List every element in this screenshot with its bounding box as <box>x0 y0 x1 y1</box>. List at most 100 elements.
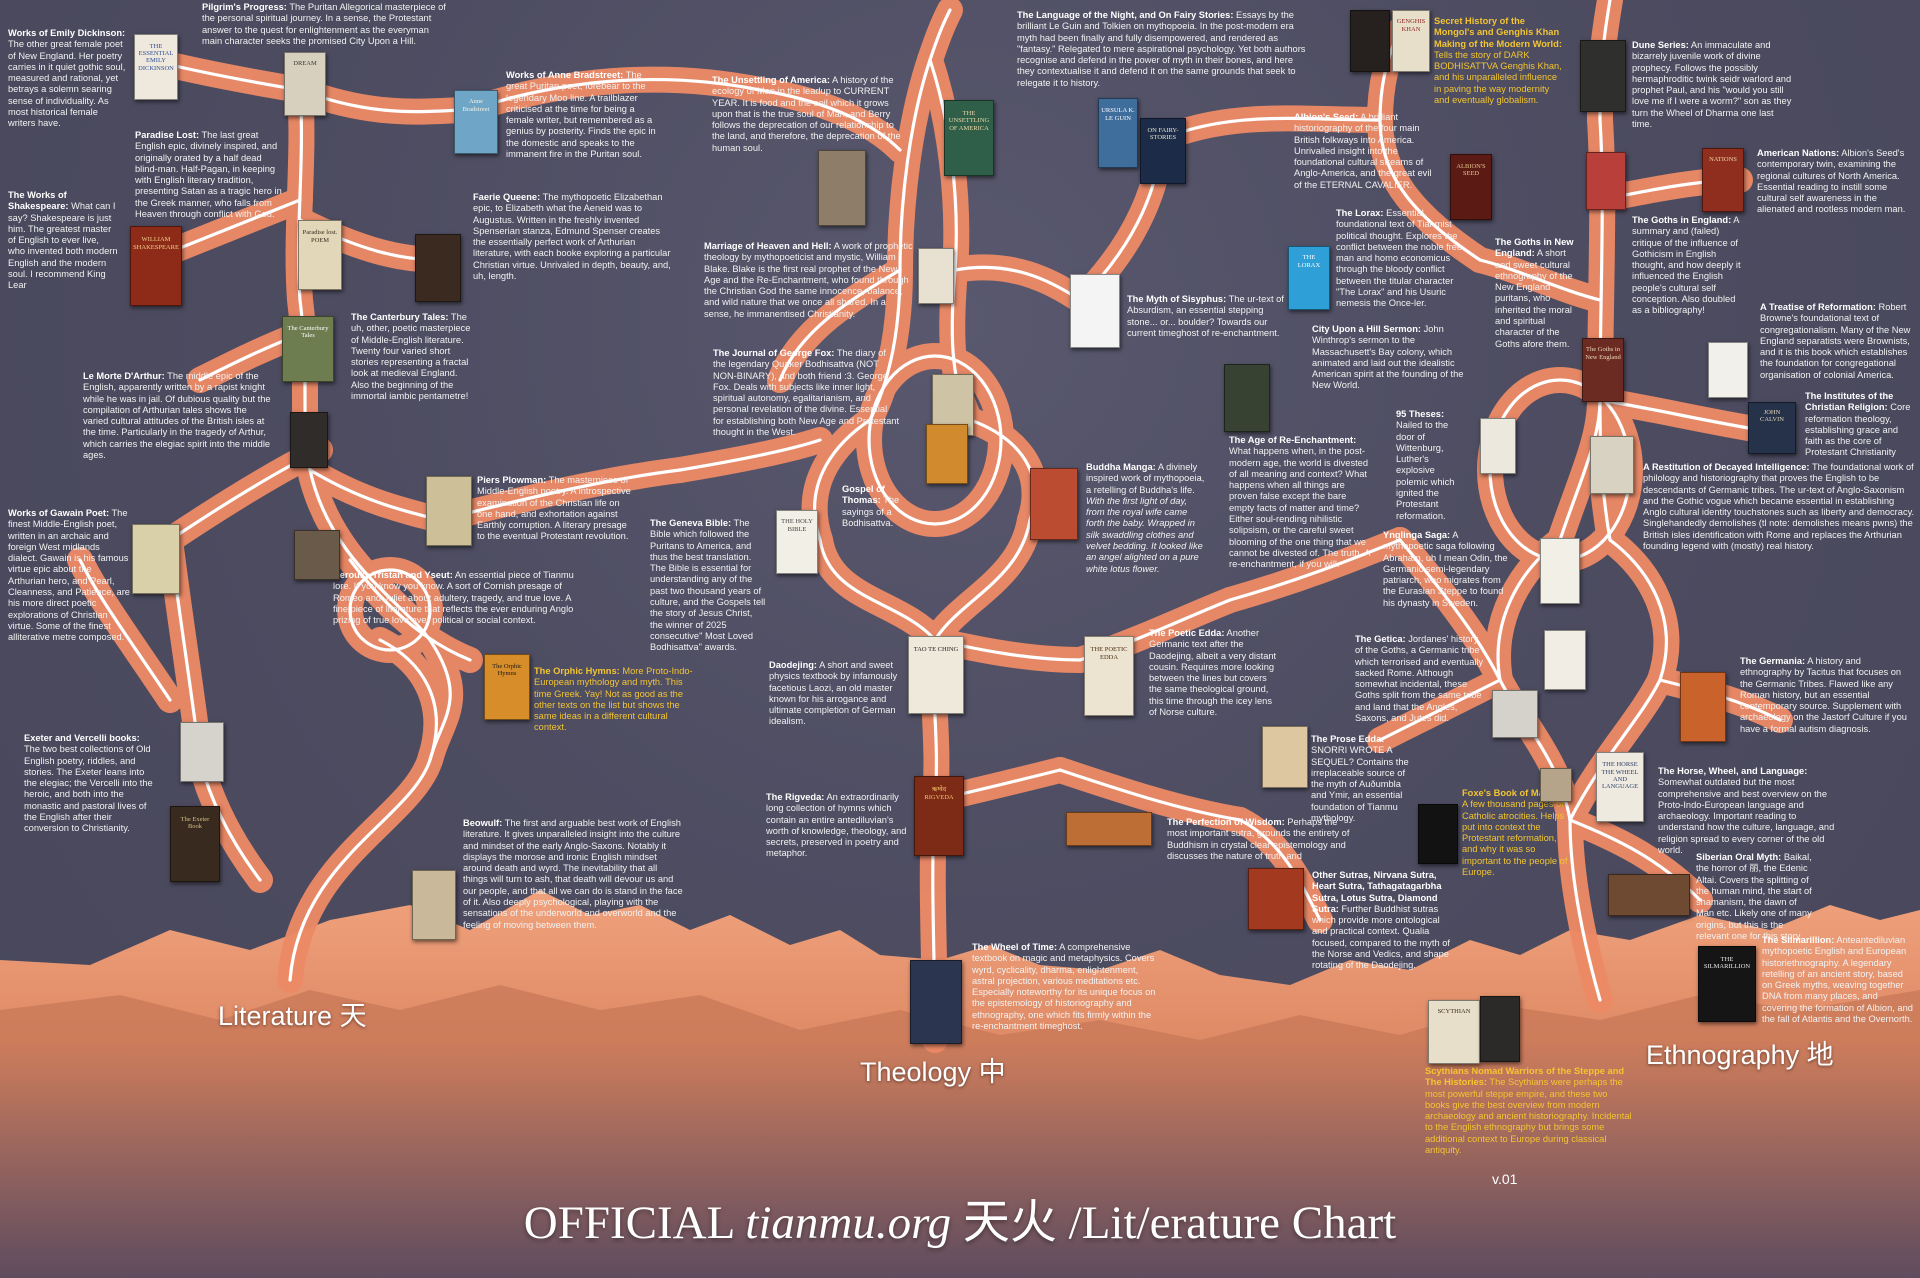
note-dune-series: Dune Series: An immaculate and bizarrely… <box>1632 40 1792 130</box>
book-cover-age-of-reenchantment[interactable] <box>1224 364 1270 432</box>
book-cover-faerie-queene[interactable] <box>415 234 461 302</box>
book-cover-marriage-heaven-hell[interactable] <box>918 248 954 304</box>
note-rigveda: The Rigveda: An extraordinarily long col… <box>766 792 907 859</box>
note-george-fox: The Journal of George Fox: The diary of … <box>713 348 900 438</box>
book-cover-other-sutras[interactable] <box>1248 868 1304 930</box>
book-cover-exeter-vercelli[interactable] <box>180 722 224 782</box>
note-gospel-thomas: Gospel of Thomas: The sayings of a Bodhi… <box>842 484 900 528</box>
road-loop <box>348 568 432 652</box>
book-cover-albions-seed[interactable]: ALBION'S SEED <box>1450 154 1492 220</box>
book-cover-siberian-myth[interactable] <box>1608 874 1690 916</box>
book-cover-dune[interactable] <box>1580 40 1626 112</box>
road-centerline <box>78 558 172 702</box>
book-cover-institutes[interactable]: JOHN CALVIN <box>1748 402 1796 454</box>
book-cover-restitution[interactable] <box>1590 436 1634 494</box>
book-cover-bradstreet[interactable]: Anne Bradstreet <box>454 90 498 154</box>
note-city-upon-hill: City Upon a Hill Sermon: John Winthrop's… <box>1312 324 1464 391</box>
book-cover-daodejing[interactable]: TAO TE CHING <box>908 636 964 714</box>
note-piers-plowman: Piers Plowman: The masterpiece of Middle… <box>477 475 631 542</box>
book-cover-secret-history[interactable] <box>1350 10 1390 72</box>
section-theology: Theology 中 <box>860 1057 1006 1087</box>
book-cover-the-getica[interactable] <box>1544 630 1586 690</box>
note-goths-new-england: The Goths in New England: A short and sw… <box>1495 237 1574 349</box>
note-poetic-edda: The Poetic Edda: Another Germanic text a… <box>1149 628 1277 718</box>
note-scythians: Scythians Nomad Warriors of the Steppe a… <box>1425 1066 1632 1156</box>
note-paradise-lost: Paradise Lost: The last great English ep… <box>135 130 282 220</box>
book-cover-pilgrims-progress[interactable]: DREAM <box>284 52 326 116</box>
book-cover-goths-in-england[interactable] <box>1586 152 1626 210</box>
book-cover-language-of-night[interactable]: URSULA K. LE GUIN <box>1098 98 1138 168</box>
book-cover-poetic-edda[interactable]: THE POETIC EDDA <box>1084 636 1134 716</box>
road-centerline <box>1228 538 1402 602</box>
book-cover-perfection-of-wisdom[interactable] <box>1066 812 1152 846</box>
note-age-of-reenchantment: The Age of Re-Enchantment: What happens … <box>1229 435 1370 570</box>
book-cover-silmarillion[interactable]: THE SILMARILLION <box>1698 946 1756 1022</box>
note-orphic-hymns: The Orphic Hymns: More Proto-Indo-Europe… <box>534 666 693 733</box>
book-cover-ynglinga-saga[interactable] <box>1540 538 1580 604</box>
book-cover-myth-of-sisyphus[interactable] <box>1070 274 1120 348</box>
note-prose-edda: The Prose Edda: SNORRI WROTE A SEQUEL? C… <box>1311 734 1409 824</box>
book-cover-95-theses[interactable] <box>1480 418 1516 474</box>
book-cover-buddha-manga[interactable] <box>1030 468 1078 540</box>
note-buddha-manga: Buddha Manga: A divinely inspired work o… <box>1086 462 1205 574</box>
book-cover-exeter-book[interactable]: The Exeter Book <box>170 806 220 882</box>
road-centerline <box>758 88 902 152</box>
note-institutes: The Institutes of the Christian Religion… <box>1805 391 1911 458</box>
book-cover-getica-second[interactable] <box>1492 690 1538 738</box>
book-cover-shakespeare[interactable]: WILLIAM SHAKESPEARE <box>130 226 182 306</box>
book-cover-canterbury-tales[interactable]: The Canterbury Tales <box>282 316 334 382</box>
book-cover-american-nations[interactable]: NATIONS <box>1702 148 1744 212</box>
book-cover-dickinson[interactable]: THE ESSENTIAL EMILY DICKINSON <box>134 34 178 100</box>
book-cover-germania-second[interactable] <box>1540 768 1572 802</box>
book-cover-gospel-thomas[interactable] <box>926 424 968 484</box>
note-the-getica: The Getica: Jordanes' history of the Got… <box>1355 634 1484 724</box>
book-cover-orphic-hymns[interactable]: The Orphic Hymns <box>484 654 530 720</box>
note-canterbury-tales: The Canterbury Tales: The uh, other, poe… <box>351 312 471 402</box>
note-morte-darthur: Le Morte D'Arthur: The middle epic of th… <box>83 371 271 461</box>
book-cover-horse-wheel-language[interactable]: THE HORSE THE WHEEL AND LANGUAGE <box>1596 752 1644 822</box>
note-beowulf: Beowulf: The first and arguable best wor… <box>463 818 683 930</box>
book-cover-treatise-reformation[interactable] <box>1708 342 1748 398</box>
note-silmarillion: The Silmarillion: Anteantediluvian mytho… <box>1762 935 1913 1025</box>
book-cover-piers-plowman[interactable] <box>426 476 472 546</box>
road-centerline <box>818 538 937 642</box>
road-centerline <box>953 265 1082 302</box>
book-cover-histories[interactable] <box>1480 996 1520 1062</box>
book-cover-foxes-martyrs[interactable] <box>1418 804 1458 864</box>
book-cover-wheel-of-time[interactable] <box>910 960 962 1044</box>
note-language-of-night: The Language of the Night, and On Fairy … <box>1017 10 1306 88</box>
note-perfection-of-wisdom: The Perfection of Wisdom: Perhaps the mo… <box>1167 817 1350 861</box>
note-marriage-heaven-hell: Marriage of Heaven and Hell: A work of p… <box>704 241 913 319</box>
road-centerline <box>933 518 1032 642</box>
note-shakespeare: The Works of Shakespeare: What can I say… <box>8 190 118 291</box>
book-cover-morte-darthur[interactable] <box>290 412 328 468</box>
book-cover-the-germania[interactable] <box>1680 672 1726 742</box>
road-centerline <box>348 558 472 662</box>
road-centerline <box>1608 538 1668 682</box>
book-cover-scythians[interactable]: SCYTHIAN <box>1428 1000 1480 1064</box>
book-cover-paradise-lost[interactable]: Paradise lost. POEM <box>298 220 342 290</box>
book-cover-genghis-khan[interactable]: GENGHIS KHAN <box>1392 10 1430 72</box>
book-cover-blake-art[interactable] <box>818 150 866 226</box>
road-centerline <box>778 268 902 382</box>
book-cover-gawain[interactable] <box>132 524 180 594</box>
note-foxes-martyrs: Foxe's Book of Martyrs: A few thousand p… <box>1462 788 1568 878</box>
book-cover-prose-edda[interactable] <box>1262 726 1308 788</box>
road-loop <box>867 354 1003 526</box>
book-cover-the-lorax[interactable]: THE LORAX <box>1288 246 1330 310</box>
note-bradstreet: Works of Anne Bradstreet: The great Puri… <box>506 70 656 160</box>
note-albions-seed: Albion's Seed: A brilliant historiograph… <box>1294 112 1432 190</box>
book-cover-goths-new-england[interactable]: The Goths in New England <box>1582 338 1624 402</box>
note-siberian-oral-myth: Siberian Oral Myth: Baikal, the horror o… <box>1696 852 1812 942</box>
book-cover-on-fairy-stories[interactable]: ON FAIRY-STORIES <box>1140 118 1186 184</box>
book-cover-unsettling-america[interactable]: THE UNSETTLING OF AMERICA <box>944 100 994 176</box>
road-centerline <box>1568 678 1662 822</box>
note-geneva-bible: The Geneva Bible: The Bible which follow… <box>650 518 766 653</box>
book-cover-beowulf[interactable] <box>412 870 456 940</box>
book-cover-geneva-bible[interactable]: THE HOLY BIBLE <box>776 510 818 574</box>
book-cover-rigveda[interactable]: ऋग्वेद RIGVEDA <box>914 776 964 856</box>
section-literature: Literature 天 <box>218 1001 367 1031</box>
book-cover-tristan[interactable] <box>294 530 340 580</box>
road-centerline <box>1398 538 1502 682</box>
note-goths-in-england: The Goths in England: A summary and (fai… <box>1632 215 1741 316</box>
